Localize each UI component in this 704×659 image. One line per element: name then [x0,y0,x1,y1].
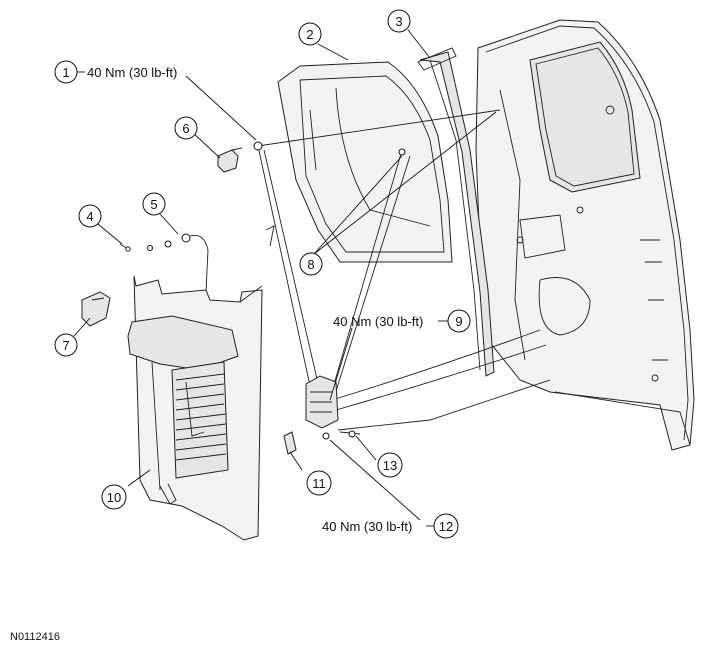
callout-7-number: 7 [62,338,69,353]
leader-lines [73,29,497,521]
callout-11: 11 [306,470,332,496]
callout-2: 2 [298,22,322,46]
callout-10: 10 [101,484,127,510]
window-regulator [253,109,551,440]
door-trim-panel [127,275,263,541]
callout-13: 13 [377,452,403,478]
callout-12-number: 12 [439,519,453,534]
door-shell [475,19,695,451]
callout-11-number: 11 [312,476,326,491]
clip-part-6 [217,147,243,173]
callout-8: 8 [299,252,323,276]
callout-4-number: 4 [86,209,93,224]
callout-9-number: 9 [455,314,462,329]
fasteners-part-5 [147,233,209,293]
handle-bezel-part-7 [81,291,111,327]
callout-5-number: 5 [150,197,157,212]
callout-6-number: 6 [182,121,189,136]
callout-10-number: 10 [107,490,121,505]
callout-9-torque: 40 Nm (30 lb-ft) [333,314,423,329]
figure-id: N0112416 [10,631,60,643]
callout-13-number: 13 [383,458,397,473]
callout-8-number: 8 [307,257,314,272]
callout-1-torque: 40 Nm (30 lb-ft) [87,65,177,80]
callout-12: 40 Nm (30 lb-ft) 12 [322,513,459,539]
callout-1-number: 1 [62,65,69,80]
callout-3-number: 3 [395,14,402,29]
callout-3: 3 [387,9,411,33]
callout-12-torque: 40 Nm (30 lb-ft) [322,519,412,534]
callout-1: 1 40 Nm (30 lb-ft) [54,60,177,84]
callout-6: 6 [174,116,198,140]
callout-5: 5 [142,192,166,216]
door-glass [277,61,453,263]
cable-part-13 [339,430,361,438]
callout-4: 4 [78,204,102,228]
callout-2-number: 2 [306,27,313,42]
callout-9: 40 Nm (30 lb-ft) 9 [333,309,471,333]
screw-part-4 [119,243,131,252]
clip-part-11 [283,431,297,455]
callout-7: 7 [54,333,78,357]
